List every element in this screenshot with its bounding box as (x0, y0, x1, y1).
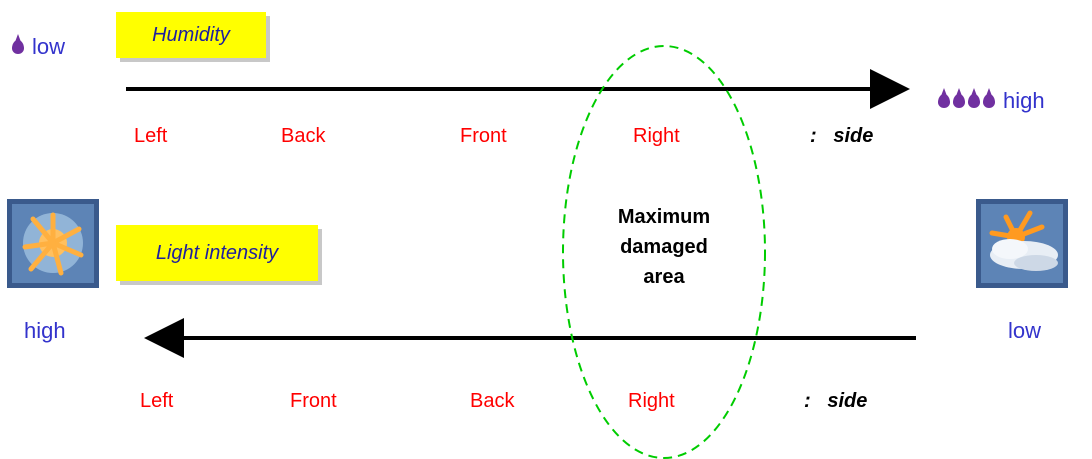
humidity-side-right: Right (633, 125, 680, 147)
highlight-line-3: area (643, 266, 685, 288)
light-side-suffix: : side (804, 390, 868, 412)
humidity-side-front: Front (460, 125, 507, 147)
water-drop-icon (938, 88, 950, 108)
humidity-low-indicator: low (12, 34, 65, 60)
light-side-back: Back (470, 390, 515, 412)
highlight-line-1: Maximum (617, 206, 711, 228)
water-drop-icon (968, 88, 980, 108)
humidity-side-back: Back (281, 125, 326, 147)
maximum-damage-ellipse (562, 45, 766, 459)
sun-icon (7, 199, 99, 288)
water-drop-icon (953, 88, 965, 108)
light-label-box: Light intensity (116, 225, 318, 281)
light-side-left: Left (140, 390, 174, 412)
maximum-damaged-area-text: Maximum damaged area (584, 202, 744, 292)
humidity-side-left: Left (134, 125, 168, 147)
humidity-title: Humidity (152, 23, 230, 46)
light-side-right: Right (628, 390, 675, 412)
water-drop-icon (983, 88, 995, 108)
light-low-label: low (1008, 318, 1042, 343)
highlight-line-2: damaged (620, 236, 708, 258)
water-drop-icon (12, 34, 24, 54)
humidity-label-box: Humidity (116, 12, 266, 58)
humidity-low-label: low (32, 34, 66, 59)
light-title: Light intensity (155, 241, 279, 264)
light-high-label: high (24, 318, 66, 343)
humidity-high-label: high (1003, 88, 1045, 113)
humidity-side-suffix: : side (810, 125, 874, 147)
light-side-front: Front (290, 390, 337, 412)
humidity-high-indicator: high (938, 88, 1045, 114)
cloudy-sun-icon (976, 199, 1068, 288)
